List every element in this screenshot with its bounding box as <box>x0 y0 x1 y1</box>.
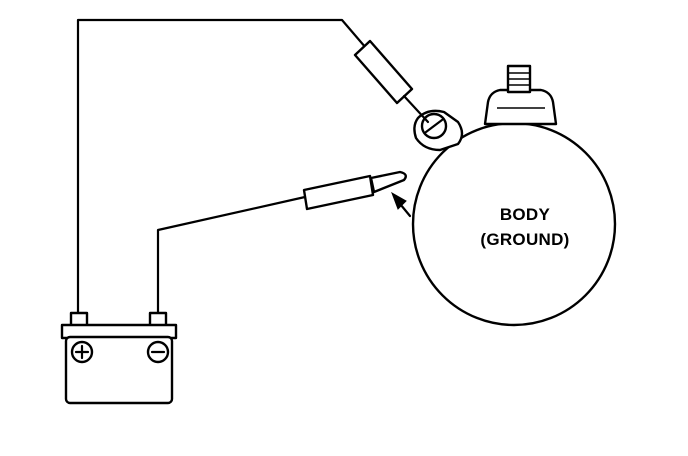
stud-bolt-icon <box>483 64 558 126</box>
terminal-connector-icon <box>413 109 464 152</box>
body-label: BODY <box>499 205 551 224</box>
ground-label: (GROUND) <box>480 230 570 249</box>
arrow-icon <box>391 191 412 218</box>
positive-wire <box>76 18 368 320</box>
test-probe-icon <box>302 170 407 211</box>
positive-terminal-icon <box>70 340 94 364</box>
battery-icon <box>60 311 178 405</box>
negative-wire <box>156 195 307 320</box>
test-probe-icon <box>353 39 430 124</box>
negative-terminal-icon <box>146 340 170 364</box>
